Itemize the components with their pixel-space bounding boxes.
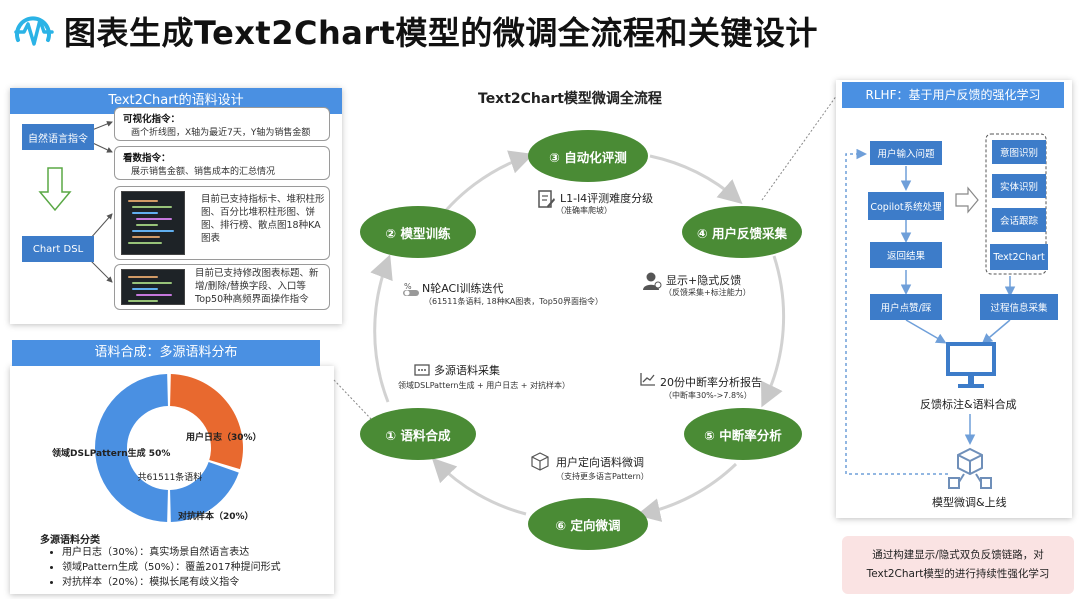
node-corpus-synthesis: ① 语料合成 bbox=[360, 408, 476, 460]
rlhf-header: RLHF：基于用户反馈的强化学习 bbox=[842, 82, 1064, 108]
page-title: 图表生成Text2Chart模型的微调全流程和关键设计 bbox=[64, 14, 818, 52]
donut-label-user-log: 用户日志（30%） bbox=[186, 433, 262, 443]
donut-slice-user-log bbox=[170, 374, 243, 470]
node-interrupt-analysis: ⑤ 中断率分析 bbox=[684, 408, 802, 460]
corpus-collect-label: 多源语料采集 bbox=[434, 364, 500, 377]
eval-sublabel: （准确率爬坡） bbox=[556, 206, 612, 215]
corpus-list-title: 多源语料分类 bbox=[40, 535, 100, 546]
rlhf-text2chart: Text2Chart bbox=[990, 244, 1048, 270]
list-item: 领域Pattern生成（50%）：覆盖2017种提问形式 bbox=[62, 560, 281, 575]
donut-label-domain-pattern: 领域DSLPattern生成 50% bbox=[52, 449, 171, 459]
finetune-sublabel: （支持更多语言Pattern） bbox=[556, 472, 649, 481]
node-model-training: ② 模型训练 bbox=[360, 206, 476, 258]
doc-edit-icon bbox=[538, 190, 555, 208]
node-feedback-collect: ④ 用户反馈采集 bbox=[682, 206, 802, 258]
visual-instruction-text: 画个折线图，X轴为最近7天，Y轴为销售金额 bbox=[131, 128, 311, 138]
view-data-instruction-title: 看数指令： bbox=[123, 153, 171, 164]
monitor-icon bbox=[946, 342, 996, 388]
rlhf-process-collect: 过程信息采集 bbox=[980, 294, 1058, 320]
view-data-instruction-text: 展示销售金额、销售成本的汇总情况 bbox=[131, 167, 276, 177]
train-sublabel: （61511条语料, 18种KA图表，Top50界面指令） bbox=[424, 297, 603, 306]
chart-wave-logo-icon bbox=[14, 16, 54, 46]
cycle-title: Text2Chart模型微调全流程 bbox=[478, 91, 662, 107]
user-feedback-icon bbox=[643, 272, 662, 290]
rlhf-like-dislike: 用户点赞/踩 bbox=[870, 294, 942, 320]
screen-chat-icon bbox=[414, 364, 430, 376]
chart-support-text: 目前已支持指标卡、堆积柱形图、百分比堆积柱形图、饼图、排行榜、散点图18种KA图… bbox=[201, 194, 325, 244]
corpus-collect-sublabel: 领域DSLPattern生成 + 用户日志 + 对抗样本） bbox=[398, 381, 571, 390]
visual-instruction-title: 可视化指令： bbox=[123, 114, 181, 125]
eval-label: L1-l4评测难度分级 bbox=[560, 192, 654, 205]
feedback-label: 显示+隐式反馈 bbox=[666, 274, 742, 287]
list-item: 对抗样本（20%）：模拟长尾有歧义指令 bbox=[62, 575, 281, 590]
donut-center-label: 共61511条语料 bbox=[137, 473, 203, 483]
chart-support-box: 目前已支持指标卡、堆积柱形图、百分比堆积柱形图、饼图、排行榜、散点图18种KA图… bbox=[114, 186, 330, 260]
code-thumbnail-2 bbox=[121, 269, 185, 305]
code-thumbnail bbox=[121, 191, 185, 255]
rlhf-note: 通过构建显示/隐式双负反馈链路，对Text2Chart模型的进行持续性强化学习 bbox=[842, 536, 1074, 594]
finetune-label: 用户定向语料微调 bbox=[556, 456, 644, 469]
rlhf-connectors bbox=[845, 133, 1047, 475]
rlhf-return-result: 返回结果 bbox=[870, 242, 942, 268]
donut-slice-adversarial bbox=[170, 461, 239, 522]
trend-chart-icon bbox=[640, 373, 655, 386]
toggle-percent-icon: % bbox=[403, 282, 419, 296]
rlhf-deploy-label: 模型微调&上线 bbox=[932, 496, 1007, 509]
rlhf-session-tracking: 会话跟踪 bbox=[992, 208, 1046, 232]
svg-text:%: % bbox=[404, 282, 412, 291]
donut-label-adversarial: 对抗样本（20%） bbox=[178, 512, 254, 522]
nl-instruction-box: 自然语言指令 bbox=[22, 124, 94, 150]
node-targeted-finetune: ⑥ 定向微调 bbox=[528, 498, 648, 550]
view-data-instruction-box: 看数指令： 展示销售金额、销售成本的汇总情况 bbox=[114, 146, 330, 180]
corpus-donut-chart bbox=[94, 374, 243, 522]
network-cube-icon bbox=[531, 452, 549, 471]
rlhf-copilot-process: Copilot系统处理 bbox=[868, 192, 944, 220]
visual-instruction-box: 可视化指令： 画个折线图，X轴为最近7天，Y轴为销售金额 bbox=[114, 107, 330, 141]
rlhf-user-input: 用户输入问题 bbox=[870, 141, 942, 165]
feedback-sublabel: （反馈采集+标注能力） bbox=[664, 288, 751, 297]
chart-dsl-box: Chart DSL bbox=[22, 236, 94, 262]
rlhf-entity-recognition: 实体识别 bbox=[992, 174, 1046, 198]
cycle-ring bbox=[370, 150, 786, 522]
ui-op-support-text: 目前已支持修改图表标题、新增/删除/替换字段、入口等Top50种高频界面操作指令 bbox=[195, 268, 319, 305]
model-cube-network-icon bbox=[948, 447, 992, 489]
ui-op-support-box: 目前已支持修改图表标题、新增/删除/替换字段、入口等Top50种高频界面操作指令 bbox=[114, 264, 330, 310]
corpus-list: 用户日志（30%）：真实场景自然语言表达 领域Pattern生成（50%）：覆盖… bbox=[50, 545, 281, 590]
corpus-distribution-header: 语料合成：多源语料分布 bbox=[12, 340, 320, 366]
rlhf-intent-recognition: 意图识别 bbox=[992, 140, 1046, 164]
train-label: N轮ACI训练迭代 bbox=[422, 282, 504, 295]
list-item: 用户日志（30%）：真实场景自然语言表达 bbox=[62, 545, 281, 560]
donut-slice-domain-pattern bbox=[94, 374, 168, 522]
node-auto-eval: ③ 自动化评测 bbox=[528, 130, 648, 182]
report-label: 20份中断率分析报告 bbox=[660, 376, 762, 389]
rlhf-annotation-label: 反馈标注&语料合成 bbox=[920, 398, 1017, 411]
report-sublabel: （中断率30%->7.8%） bbox=[664, 391, 752, 400]
